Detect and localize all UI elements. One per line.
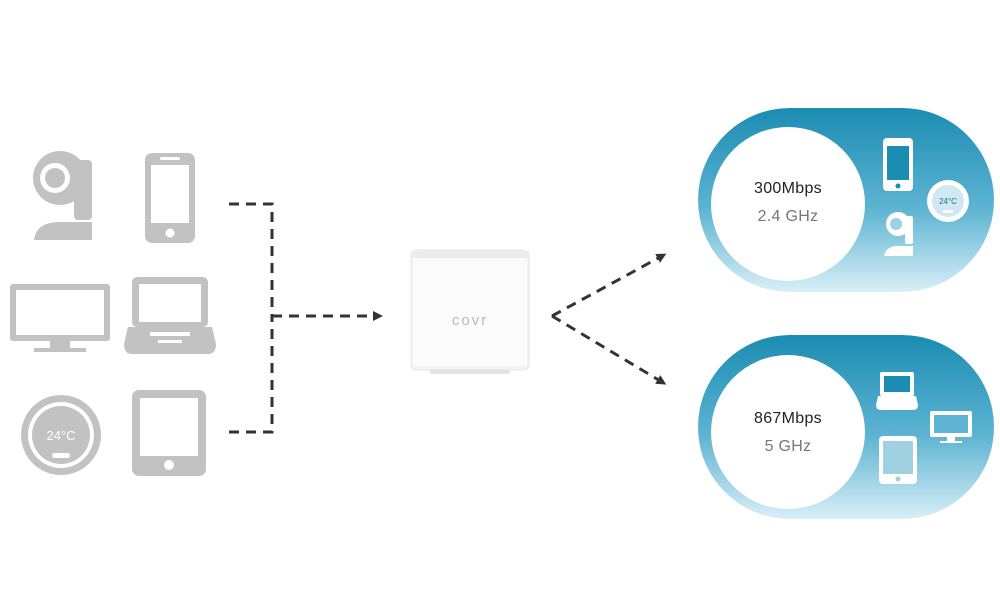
router-logo: covr xyxy=(452,312,488,329)
band-5ghz-info: 867Mbps 5 GHz xyxy=(713,410,863,456)
connector-lines xyxy=(229,202,667,434)
band-24ghz-speed: 300Mbps xyxy=(754,180,822,197)
thermostat-reading: 24°C xyxy=(939,197,957,206)
connector-top xyxy=(229,202,274,316)
monitor-icon xyxy=(10,284,110,352)
thermostat-icon: 24°C xyxy=(21,395,101,475)
smartphone-icon xyxy=(883,138,913,191)
tablet-icon xyxy=(879,436,917,484)
band-5ghz-speed: 867Mbps xyxy=(754,410,822,427)
band-24ghz-panel: 24°C xyxy=(698,108,994,292)
smartphone-icon xyxy=(145,153,195,243)
connector-bottom xyxy=(229,316,274,434)
band-5ghz-panel xyxy=(698,335,994,519)
camera-icon xyxy=(884,212,913,256)
thermostat-reading: 24°C xyxy=(46,428,75,443)
camera-icon xyxy=(33,151,92,240)
monitor-icon xyxy=(930,411,972,443)
tablet-icon xyxy=(132,390,206,476)
laptop-icon xyxy=(124,277,216,354)
router: covr xyxy=(410,249,530,374)
arrow-to-24ghz xyxy=(551,253,667,318)
arrow-to-5ghz xyxy=(551,314,667,385)
laptop-icon xyxy=(876,372,918,410)
band-24ghz-frequency: 2.4 GHz xyxy=(757,208,819,225)
band-24ghz-info: 300Mbps 2.4 GHz xyxy=(713,180,863,226)
band-5ghz-frequency: 5 GHz xyxy=(764,438,812,455)
thermostat-icon: 24°C xyxy=(927,180,969,222)
